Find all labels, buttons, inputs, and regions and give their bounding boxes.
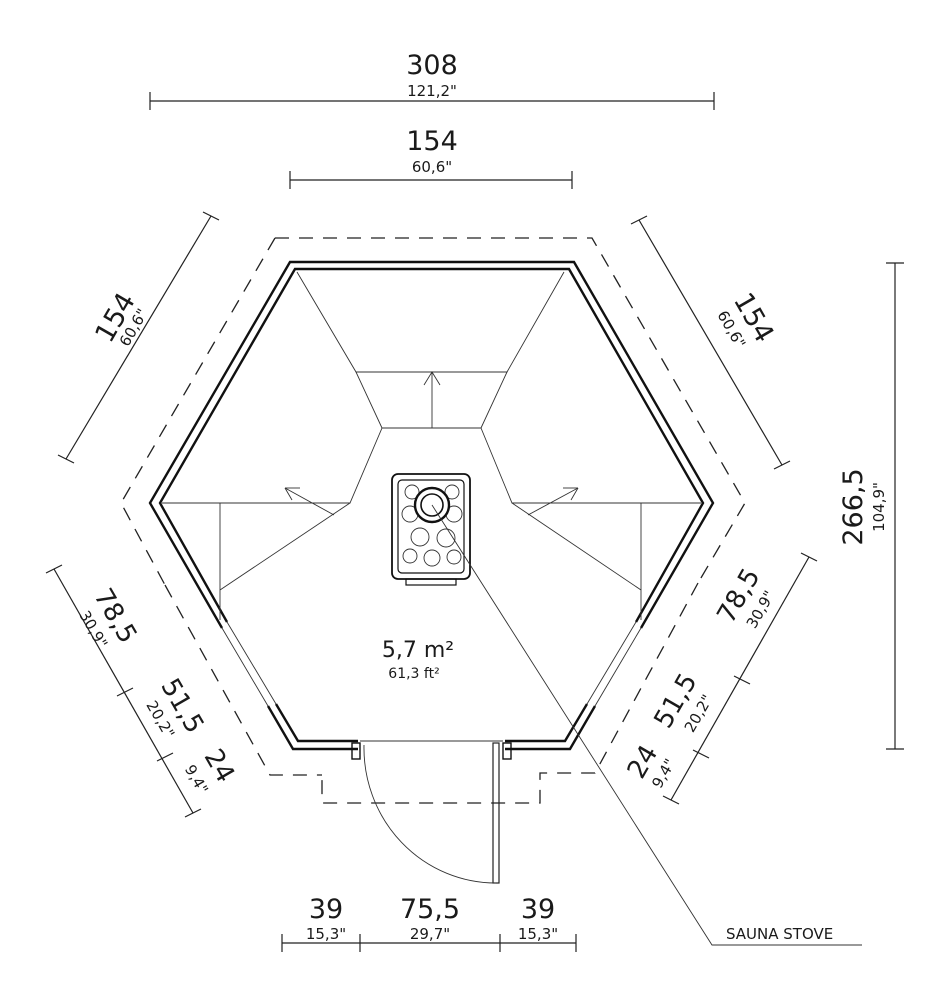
- sauna-stove-callout: SAUNA STOVE: [431, 504, 862, 946]
- dimension-overall-width: 308 121,2": [149, 50, 715, 110]
- bottom-center-in: 29,7": [410, 925, 450, 943]
- bottom-right-cm: 39: [521, 894, 555, 925]
- door: [363, 742, 500, 884]
- overall-width-in: 121,2": [407, 82, 457, 100]
- bottom-right-in: 15,3": [518, 925, 558, 943]
- dimension-left-lower: 78,5 30,9" 51,5 20,2" 24 9,4": [45, 564, 240, 818]
- area-label: 5,7 m² 61,3 ft²: [382, 638, 454, 682]
- sauna-stove: [391, 473, 471, 586]
- callout-label: SAUNA STOVE: [726, 925, 833, 943]
- dimension-front-wall: 154 60,6": [289, 126, 573, 189]
- roof-outline: [120, 237, 746, 804]
- bottom-left-in: 15,3": [306, 925, 346, 943]
- benches: [162, 271, 701, 620]
- overall-depth-cm: 266,5: [838, 468, 869, 545]
- front-wall-in: 60,6": [412, 158, 452, 176]
- bottom-center-cm: 75,5: [400, 894, 460, 925]
- walls: [148, 260, 715, 760]
- area-metric: 5,7 m²: [382, 638, 454, 663]
- dimension-overall-depth: 266,5 104,9": [838, 262, 904, 750]
- dimension-bottom: 39 15,3" 75,5 29,7" 39 15,3": [281, 894, 577, 952]
- dimension-right-lower: 78,5 30,9" 51,5 20,2" 24 9,4": [622, 552, 818, 805]
- dimension-side-upper-right: 154 60,6": [630, 215, 791, 470]
- overall-depth-in: 104,9": [870, 482, 888, 532]
- overall-width-cm: 308: [406, 50, 458, 81]
- area-imperial: 61,3 ft²: [388, 666, 439, 682]
- bottom-left-cm: 39: [309, 894, 343, 925]
- front-wall-cm: 154: [406, 126, 458, 157]
